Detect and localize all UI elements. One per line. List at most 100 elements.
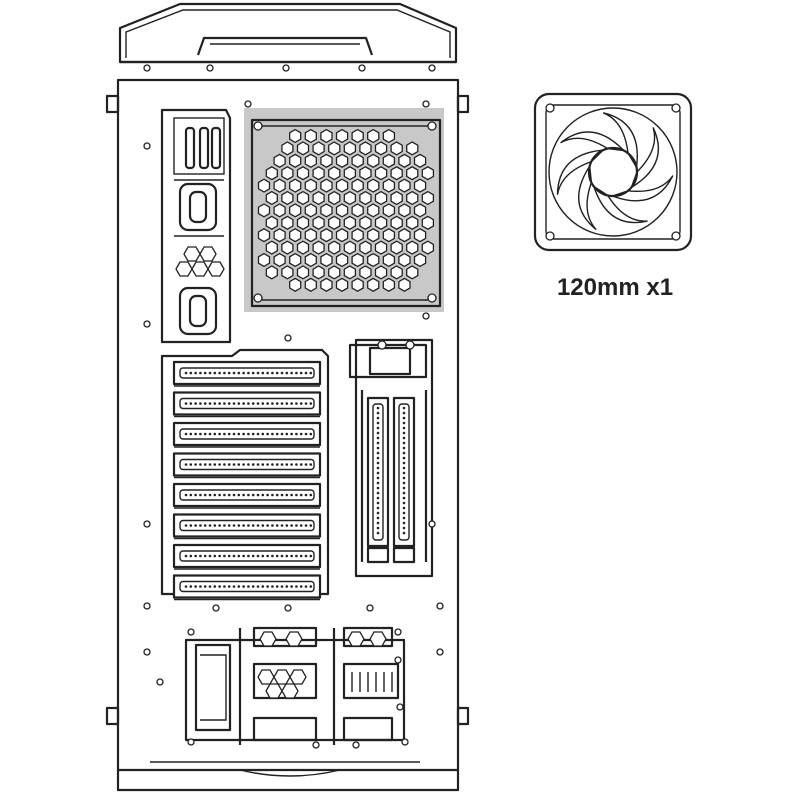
grill-hex [265, 166, 278, 181]
grill-hex [320, 128, 333, 144]
grill-hex [351, 153, 364, 168]
grill-hex [374, 166, 388, 181]
grill-hex [406, 215, 419, 230]
grill-hex [257, 252, 271, 268]
expansion-slot [172, 513, 322, 540]
grill-hex [296, 215, 310, 230]
grill-hex [359, 215, 372, 230]
grill-hex [304, 153, 317, 168]
grill-hex [328, 141, 341, 156]
grill-hex [421, 166, 435, 181]
grill-hex [367, 203, 380, 218]
expansion-slot [172, 360, 322, 387]
grill-hex [304, 128, 317, 144]
case-body [105, 78, 470, 792]
fan-blade [592, 184, 648, 224]
grill-hex [413, 203, 427, 218]
screw [422, 100, 430, 108]
screw [436, 602, 444, 610]
psu-bay [184, 626, 406, 745]
vertical-gpu-bracket [348, 338, 434, 578]
fan-grill-hex-pattern [257, 128, 435, 292]
grill-hex [312, 166, 325, 181]
grill-hex [320, 178, 333, 193]
grill-hex [421, 240, 435, 255]
grill-hex [382, 277, 396, 292]
grill-hex [281, 166, 294, 181]
screw [143, 602, 151, 610]
grill-hex [421, 190, 435, 206]
psu-vent-hexes [257, 631, 387, 699]
fan-blade [577, 164, 597, 231]
grill-hex [406, 141, 419, 156]
grill-hex [320, 153, 333, 168]
grill-hex [335, 277, 349, 292]
grill-hex [312, 215, 325, 230]
grill-hex [367, 153, 380, 168]
vertical-gpu-slots [366, 396, 416, 564]
grill-hex [390, 141, 403, 156]
grill-hex [390, 215, 403, 230]
grill-hex [289, 203, 302, 218]
screw [284, 604, 292, 612]
screw [143, 520, 151, 528]
screw [143, 648, 151, 656]
fan-blade [602, 112, 638, 170]
grill-hex [413, 178, 427, 193]
grill-hex [359, 190, 372, 206]
grill-hex [296, 265, 310, 280]
grill-hex [335, 252, 349, 268]
grill-hex [406, 166, 419, 181]
grill-hex [351, 252, 364, 268]
grill-hex [312, 240, 325, 255]
grill-hex [304, 203, 317, 218]
case-screws [143, 64, 444, 749]
expansion-slot [172, 421, 322, 448]
grill-hex [289, 128, 302, 144]
grill-hex [296, 240, 310, 255]
grill-hex [382, 128, 396, 144]
grill-hex [273, 252, 286, 268]
grill-hex [398, 153, 411, 168]
screw [352, 741, 360, 749]
grill-hex [281, 190, 294, 206]
grill-hex [289, 178, 302, 193]
expansion-slots [172, 360, 322, 601]
grill-hex [367, 252, 380, 268]
grill-hex [406, 240, 419, 255]
grill-hex [265, 265, 278, 280]
grill-hex [382, 228, 396, 243]
screw [143, 64, 151, 72]
grill-hex [265, 215, 278, 230]
grill-hex [328, 190, 341, 206]
screw [284, 334, 292, 342]
screw [187, 738, 195, 746]
grill-hex [374, 215, 388, 230]
grill-hex [382, 153, 396, 168]
grill-hex [335, 228, 349, 243]
grill-hex [351, 228, 364, 243]
grill-hex [413, 153, 427, 168]
screw [428, 64, 436, 72]
grill-hex [335, 203, 349, 218]
grill-hex [390, 190, 403, 206]
expansion-slot [172, 482, 322, 509]
fan-blade [630, 127, 660, 190]
grill-hex [421, 215, 435, 230]
vertical-slot [392, 396, 416, 564]
grill-hex [273, 228, 286, 243]
grill-hex [406, 265, 419, 280]
grill-hex [273, 203, 286, 218]
grill-hex [289, 252, 302, 268]
grill-hex [257, 228, 271, 243]
screw [394, 656, 402, 664]
grill-hex [390, 265, 403, 280]
screw [244, 100, 252, 108]
grill-hex [359, 141, 372, 156]
grill-hex [257, 203, 271, 218]
grill-hex [413, 252, 427, 268]
grill-hex [343, 240, 357, 255]
screw [156, 678, 164, 686]
grill-hex [281, 141, 294, 156]
